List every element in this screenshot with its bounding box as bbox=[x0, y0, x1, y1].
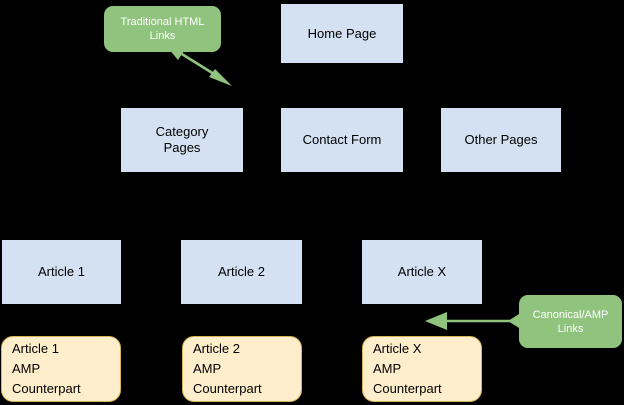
node-article-1-amp-counterpart[interactable]: Article 1 AMP Counterpart bbox=[1, 336, 121, 402]
node-home-page[interactable]: Home Page bbox=[281, 4, 403, 63]
node-article-1[interactable]: Article 1 bbox=[2, 240, 121, 304]
traditional-html-links-arrow bbox=[176, 49, 232, 86]
node-other-pages[interactable]: Other Pages bbox=[441, 108, 561, 172]
callout-canonical-amp-links[interactable]: Canonical/AMP Links bbox=[519, 295, 622, 348]
callout-traditional-html-links[interactable]: Traditional HTML Links bbox=[104, 6, 221, 52]
node-article-x-amp-counterpart[interactable]: Article X AMP Counterpart bbox=[362, 336, 482, 402]
node-article-2[interactable]: Article 2 bbox=[181, 240, 302, 304]
node-article-x[interactable]: Article X bbox=[362, 240, 482, 304]
canonical-amp-links-tail bbox=[508, 314, 519, 328]
node-contact-form[interactable]: Contact Form bbox=[281, 108, 403, 172]
canonical-amp-links-arrow bbox=[425, 312, 520, 330]
node-article-2-amp-counterpart[interactable]: Article 2 AMP Counterpart bbox=[182, 336, 302, 402]
node-category-pages[interactable]: Category Pages bbox=[121, 108, 243, 172]
